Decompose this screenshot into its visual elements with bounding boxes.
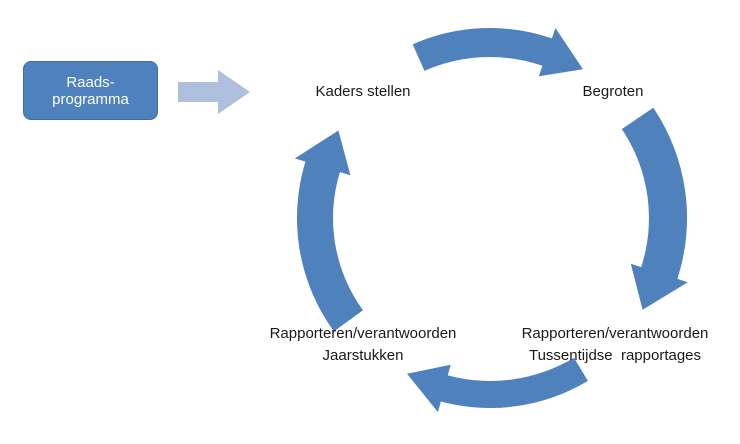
cycle-step-kaders-stellen: Kaders stellen	[315, 83, 411, 100]
cycle-arrow-bottom-icon	[407, 357, 588, 413]
cycle-arrow-right-icon	[621, 107, 688, 310]
cycle-arrow-top-icon	[412, 28, 583, 77]
cycle-step-jaarstukken: Rapporteren/verantwoorden Jaarstukken	[269, 325, 457, 364]
cycle-step-begroten: Begroten	[582, 83, 644, 100]
connector-right-arrow-icon	[178, 70, 250, 114]
raadsprogramma-node: Raads- programma	[23, 61, 158, 120]
cycle-arrow-left-icon	[294, 130, 363, 332]
cycle-step-tussentijdse-rapportages: Rapporteren/verantwoorden Tussentijdse r…	[521, 325, 709, 364]
